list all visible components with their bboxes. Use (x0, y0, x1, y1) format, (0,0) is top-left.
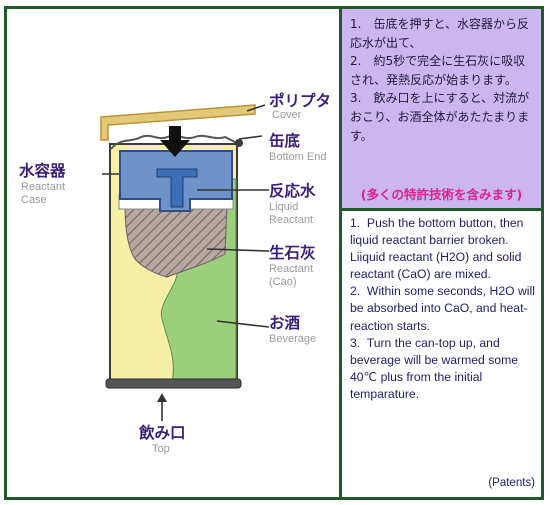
bottom-end-cap (110, 134, 238, 150)
label-bottom-jp: 缶底 (269, 132, 301, 150)
japanese-description-text: 1. 缶底を押すと、水容器から反応水が出て、 2. 約5秒で完全に生石灰に吸収さ… (350, 17, 530, 143)
solid-leader (206, 248, 270, 252)
top-arrowhead (157, 393, 167, 402)
plunger (156, 168, 198, 208)
label-cover-en: Cover (272, 109, 302, 121)
cover (100, 104, 256, 141)
quicklime-region (124, 203, 228, 278)
label-beverage-jp: お酒 (269, 314, 301, 332)
beverage-leader (216, 320, 270, 328)
push-arrow (160, 126, 190, 157)
label-case-en: Reactant Case (21, 181, 66, 206)
english-description-text: 1. Push the bottom button, then liquid r… (350, 216, 535, 401)
bottom-leader (238, 135, 263, 140)
label-beverage-en: Beverage (269, 333, 317, 345)
label-cover-jp: ポリプタ (269, 92, 332, 110)
japanese-description-panel: 1. 缶底を押すと、水容器から反応水が出て、 2. 約5秒で完全に生石灰に吸収さ… (342, 9, 541, 211)
label-top-jp: 飲み口 (139, 424, 186, 442)
self-heating-can-diagram (100, 104, 270, 421)
can-diagram-panel: ポリプタ Cover 缶底 Bottom End 水容器 Reactant Ca… (7, 9, 342, 497)
figure-frame: ポリプタ Cover 缶底 Bottom End 水容器 Reactant Ca… (4, 6, 544, 500)
english-patent-note: (Patents) (488, 477, 535, 489)
rim-dot (235, 139, 243, 147)
english-description-panel: 1. Push the bottom button, then liquid r… (342, 211, 541, 497)
japanese-patent-note: (多くの特許技術を含みます) (360, 187, 523, 202)
cover-leader (246, 104, 266, 112)
label-case-jp: 水容器 (19, 162, 66, 180)
label-liquid-en: Liquid Reactant (269, 201, 314, 226)
label-solid-jp: 生石灰 (269, 244, 316, 262)
label-top-en: Top (152, 443, 170, 455)
label-liquid-jp: 反応水 (269, 182, 316, 200)
label-solid-en: Reactant (Cao) (269, 263, 314, 288)
label-bottom-en: Bottom End (269, 151, 327, 163)
can-top-rim (105, 378, 242, 389)
